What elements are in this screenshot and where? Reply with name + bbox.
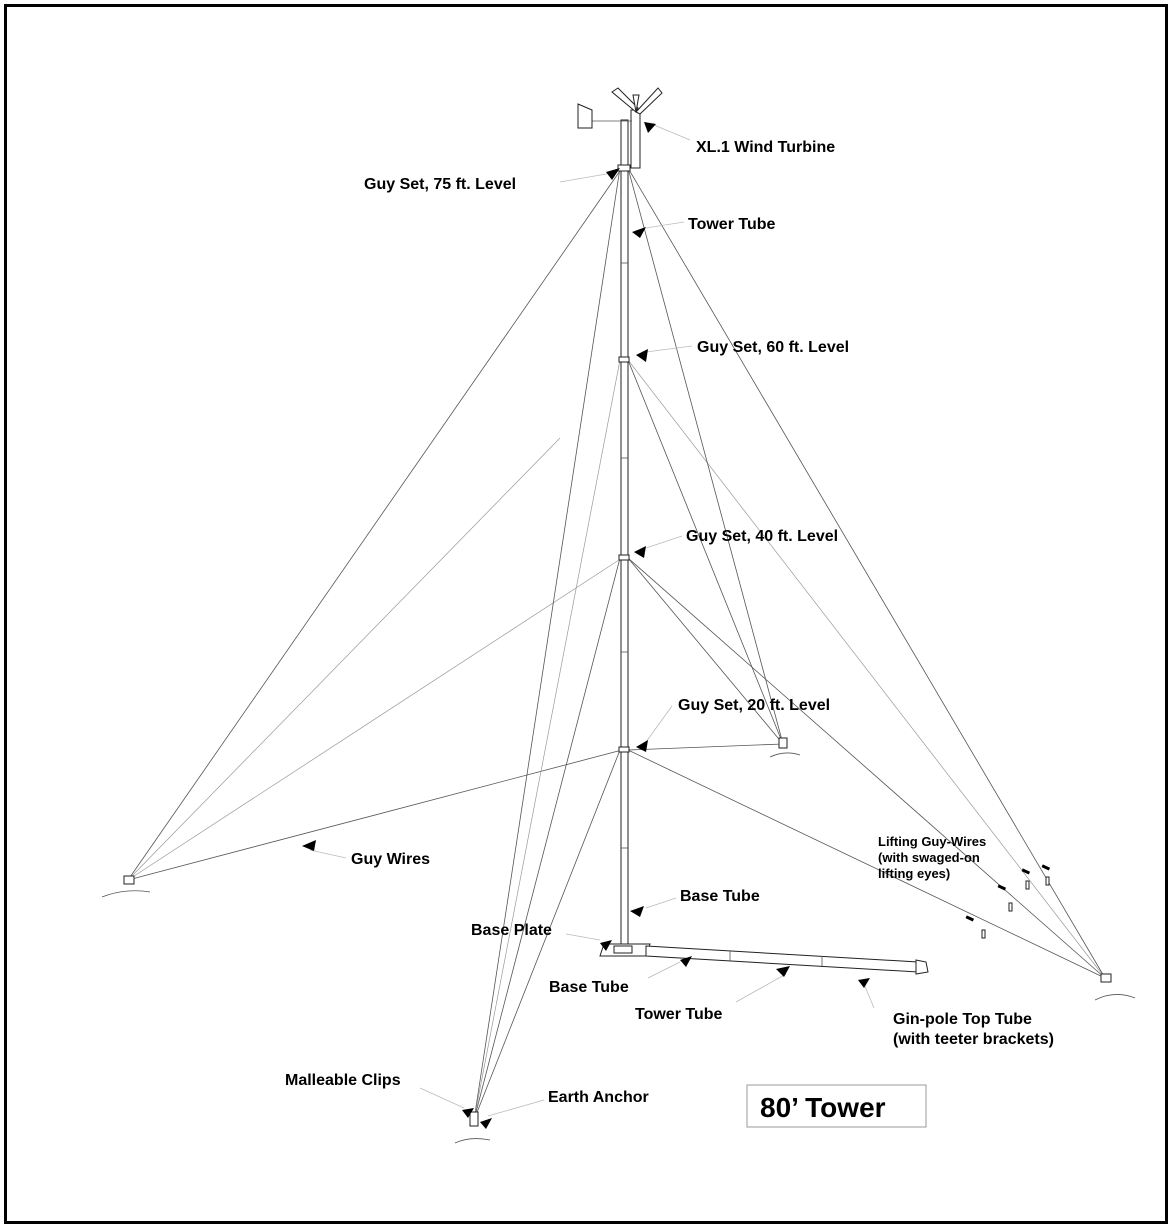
guy-wires-front	[473, 167, 621, 1121]
arrowheads	[302, 122, 870, 1129]
label-malleable-clips: Malleable Clips	[285, 1072, 401, 1089]
label-base-plate: Base Plate	[471, 922, 552, 939]
wind-turbine	[577, 87, 663, 169]
label-guy-set-20: Guy Set, 20 ft. Level	[678, 697, 830, 714]
guy-wires-left	[127, 167, 623, 881]
label-guy-set-75: Guy Set, 75 ft. Level	[364, 176, 516, 193]
lifting-eyes	[965, 864, 1051, 939]
leader-lines	[309, 124, 875, 1117]
label-guy-set-40: Guy Set, 40 ft. Level	[686, 528, 838, 545]
label-earth-anchor: Earth Anchor	[548, 1089, 649, 1106]
tower-mast	[617, 119, 631, 947]
label-lifting-line1: Lifting Guy-Wires	[878, 834, 986, 849]
ground-marks	[101, 752, 1136, 1144]
label-base-tube-ground: Base Tube	[549, 979, 629, 996]
label-turbine: XL.1 Wind Turbine	[696, 139, 835, 156]
label-lifting-line3: lifting eyes)	[878, 866, 950, 881]
anchor-hardware	[123, 737, 1112, 1127]
title-box: 80’ Tower	[746, 1084, 927, 1128]
title-text: 80’ Tower	[760, 1092, 886, 1123]
label-lifting-line2: (with swaged-on	[878, 850, 980, 865]
drawing-frame	[4, 4, 1168, 1224]
guy-wires-back	[627, 167, 784, 751]
label-tower-tube-ground: Tower Tube	[635, 1006, 723, 1023]
label-gin-pole-line2: (with teeter brackets)	[893, 1031, 1054, 1048]
guy-wires-right	[627, 167, 1106, 979]
label-base-tube-upright: Base Tube	[680, 888, 760, 905]
label-tower-tube-top: Tower Tube	[688, 216, 776, 233]
label-gin-pole-line1: Gin-pole Top Tube	[893, 1011, 1032, 1028]
ground-tower-assembly	[599, 943, 929, 975]
label-guy-wires: Guy Wires	[351, 851, 430, 868]
label-guy-set-60: Guy Set, 60 ft. Level	[697, 339, 849, 356]
